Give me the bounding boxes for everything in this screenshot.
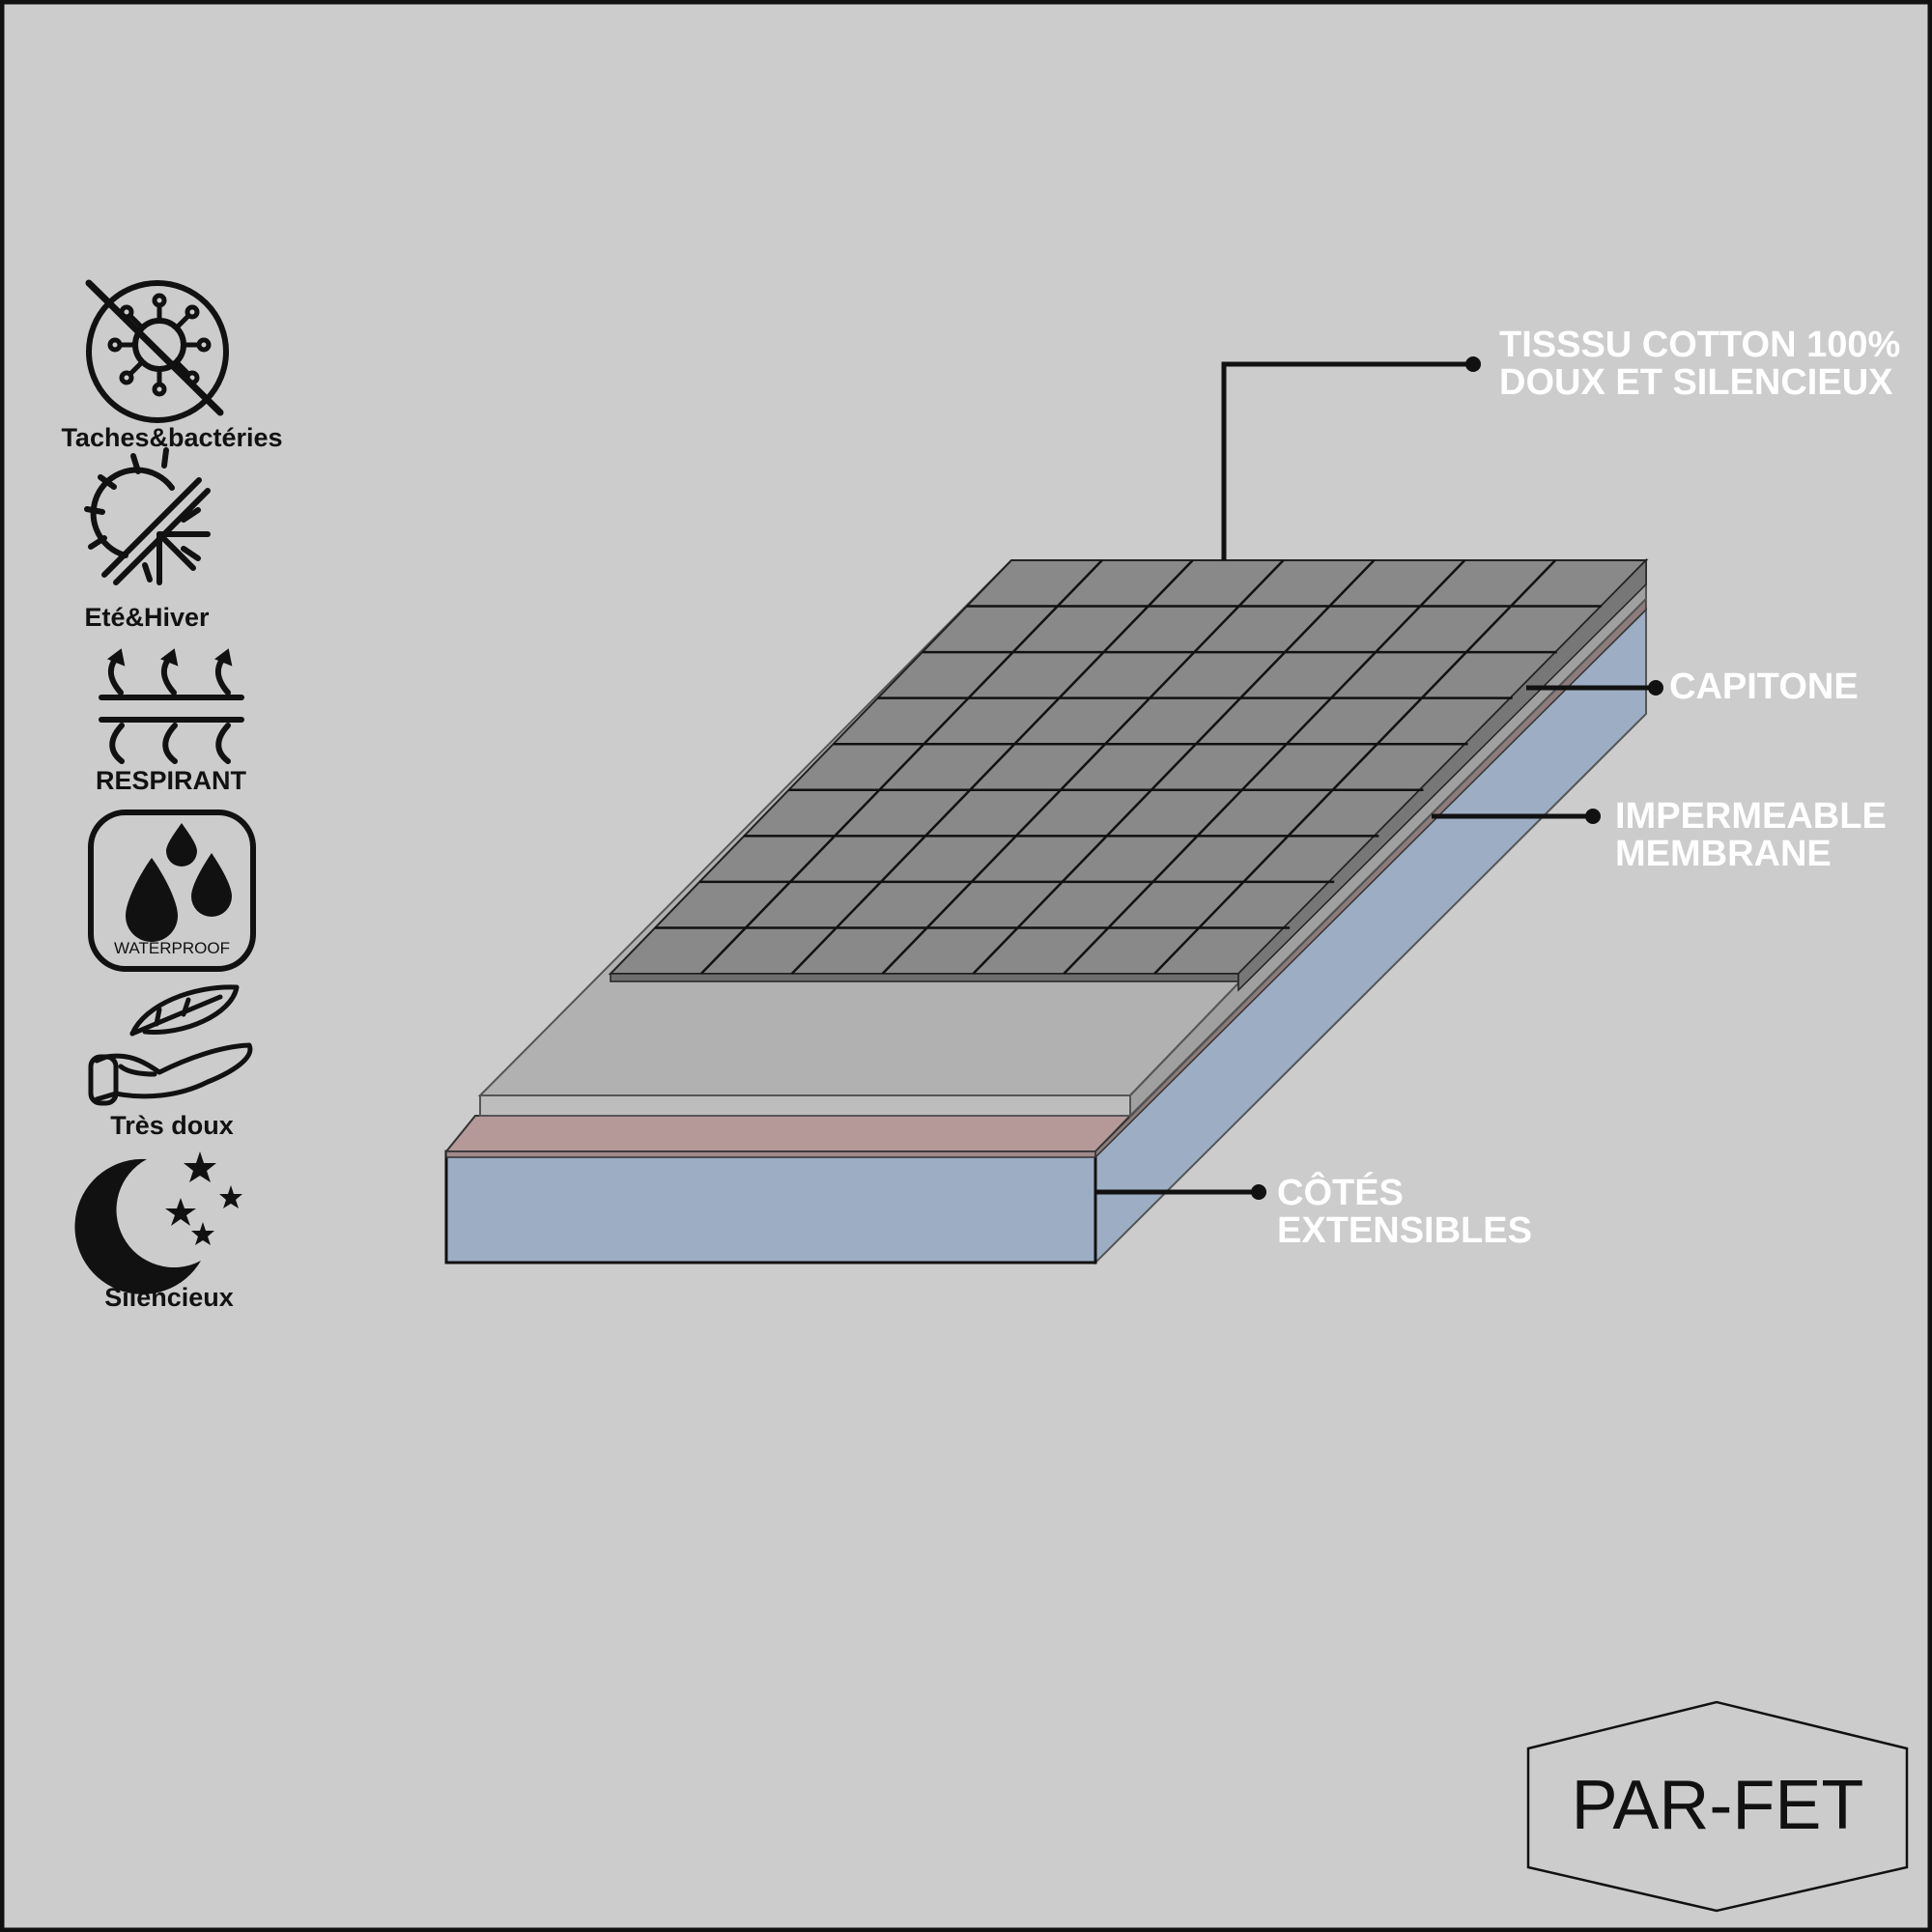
label-sides-line2: EXTENSIBLES <box>1277 1210 1532 1251</box>
waterproof-badge-text: WATERPROOF <box>114 939 230 957</box>
callout-dot-sides <box>1251 1184 1266 1200</box>
brand-logo-text: PAR-FET <box>1572 1767 1864 1844</box>
label-sides: CÔTÉS EXTENSIBLES <box>1277 1175 1532 1250</box>
membrane-top <box>443 1115 1133 1152</box>
label-top-fabric-line2: DOUX ET SILENCIEUX <box>1499 362 1893 403</box>
foam-front-face <box>444 1150 1097 1264</box>
brand-logo: PAR-FET <box>1526 1700 1909 1913</box>
callout-dot-quilting <box>1648 680 1663 696</box>
top-layer-front <box>479 1094 1131 1117</box>
label-sides-line1: CÔTÉS <box>1277 1173 1404 1213</box>
membrane-front <box>445 1151 1096 1158</box>
callout-dot-top-fabric <box>1465 356 1481 372</box>
sun-snowflake-icon <box>84 447 211 585</box>
mattress-illustration <box>443 557 1649 1265</box>
label-membrane: IMPERMEABLE MEMBRANE <box>1615 798 1887 873</box>
feature-label-very-soft: Très doux <box>110 1111 234 1140</box>
callout-lines <box>1095 361 1654 1195</box>
label-top-fabric-line1: TISSSU COTTON 100% <box>1499 325 1901 365</box>
no-bacteria-icon <box>85 279 229 423</box>
quilting-grid <box>655 559 1602 975</box>
feature-label-summer-winter: Eté&Hiver <box>84 603 210 632</box>
waterproof-drops-icon <box>88 810 256 972</box>
label-quilting-line1: CAPITONE <box>1669 667 1859 707</box>
feature-label-silent: Silencieux <box>104 1283 234 1312</box>
label-top-fabric: TISSSU COTTON 100% DOUX ET SILENCIEUX <box>1499 327 1900 402</box>
label-membrane-line2: MEMBRANE <box>1615 834 1832 874</box>
quilt-column-seam <box>881 559 1285 975</box>
callout-dots <box>1251 356 1663 1200</box>
quilt-column-seam <box>972 559 1376 975</box>
callout-dot-membrane <box>1585 809 1601 824</box>
label-membrane-line1: IMPERMEABLE <box>1615 796 1887 837</box>
label-quilting: CAPITONE <box>1669 668 1859 706</box>
feature-label-breathable: RESPIRANT <box>95 766 246 795</box>
quilt-column-seam <box>1153 559 1557 975</box>
quilt-column-seam <box>699 559 1103 975</box>
quilted-fabric-edge <box>610 973 1239 982</box>
quilt-column-seam <box>790 559 1194 975</box>
breathable-icon <box>99 648 244 764</box>
feature-label-stains-bacteria: Taches&bactéries <box>61 423 283 452</box>
quilt-column-seam <box>1063 559 1466 975</box>
moon-stars-icon <box>74 1151 242 1294</box>
feather-hand-icon <box>88 984 253 1106</box>
callout-line-top-fabric <box>1221 361 1471 560</box>
